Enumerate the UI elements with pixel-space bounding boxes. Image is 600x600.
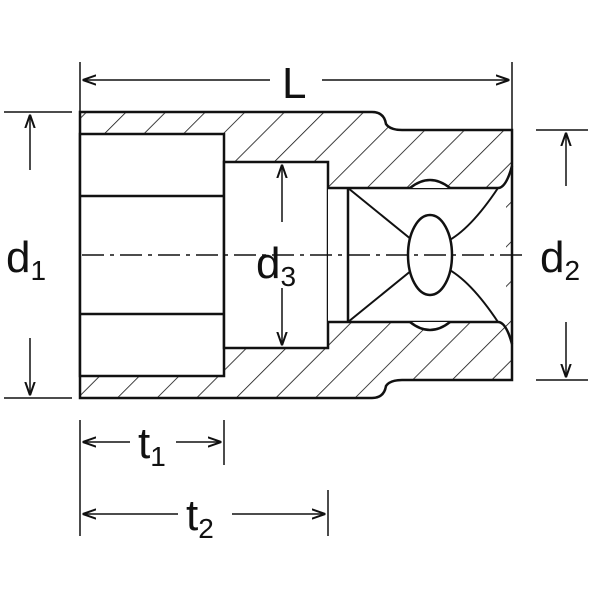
dim-L-label: L [282,59,306,108]
dim-d3-label: d3 [256,239,296,292]
dim-t1-label: t1 [138,419,166,472]
ball-detent-top [409,178,451,189]
square-drive-diagonals [347,187,499,323]
dim-d1-label: d1 [6,233,46,286]
dim-t2-label: t2 [186,491,214,544]
ball-detent-bottom [409,321,451,332]
dim-d2-label: d2 [540,233,580,286]
